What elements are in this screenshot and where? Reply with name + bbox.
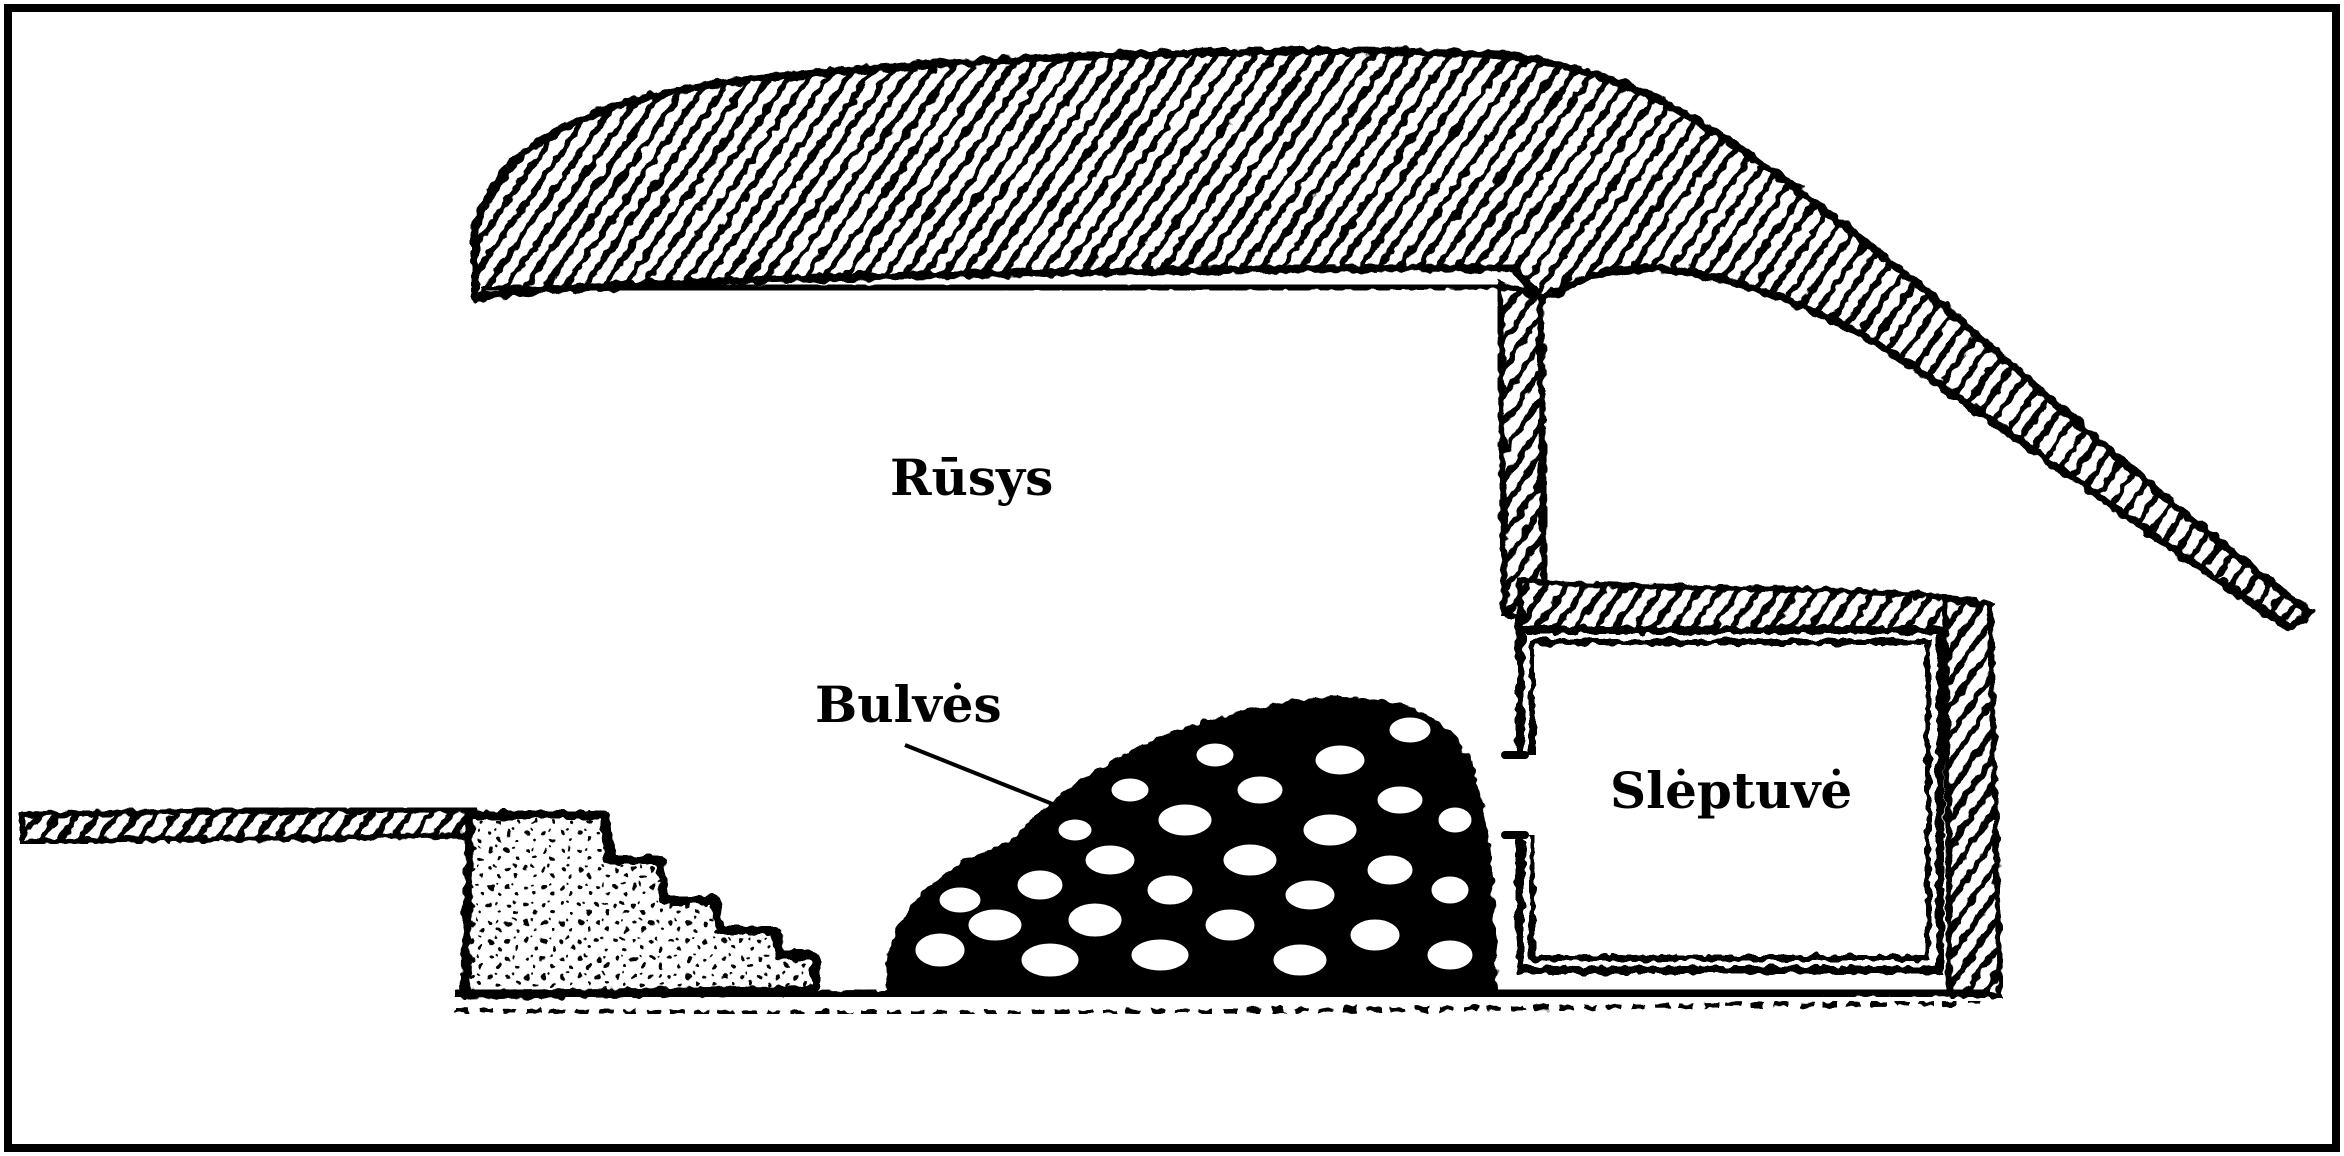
cellar-floor xyxy=(454,983,1991,1004)
ground-surface-left xyxy=(19,806,478,846)
hideout-chamber xyxy=(1516,626,1944,974)
cellar-right-wall xyxy=(1496,280,1549,619)
hideout-right-earth xyxy=(1941,596,2004,998)
floor-ground-texture xyxy=(454,999,1991,1016)
earth-mound xyxy=(471,47,2314,632)
potatoes-label: Bulvės xyxy=(815,675,1002,734)
potato-leader-line xyxy=(904,743,1081,817)
hideout-label: Slėptuvė xyxy=(1610,761,1852,820)
cellar-label: Rūsys xyxy=(890,448,1053,507)
frame-border xyxy=(4,4,2340,1152)
potatoes xyxy=(912,714,1476,980)
cellar-ceiling xyxy=(479,280,1511,295)
potato-pile xyxy=(885,697,1499,993)
cellar-steps xyxy=(460,810,820,1000)
hideout-roof-earth xyxy=(1517,576,1989,643)
hideout-passage xyxy=(1505,755,1550,835)
